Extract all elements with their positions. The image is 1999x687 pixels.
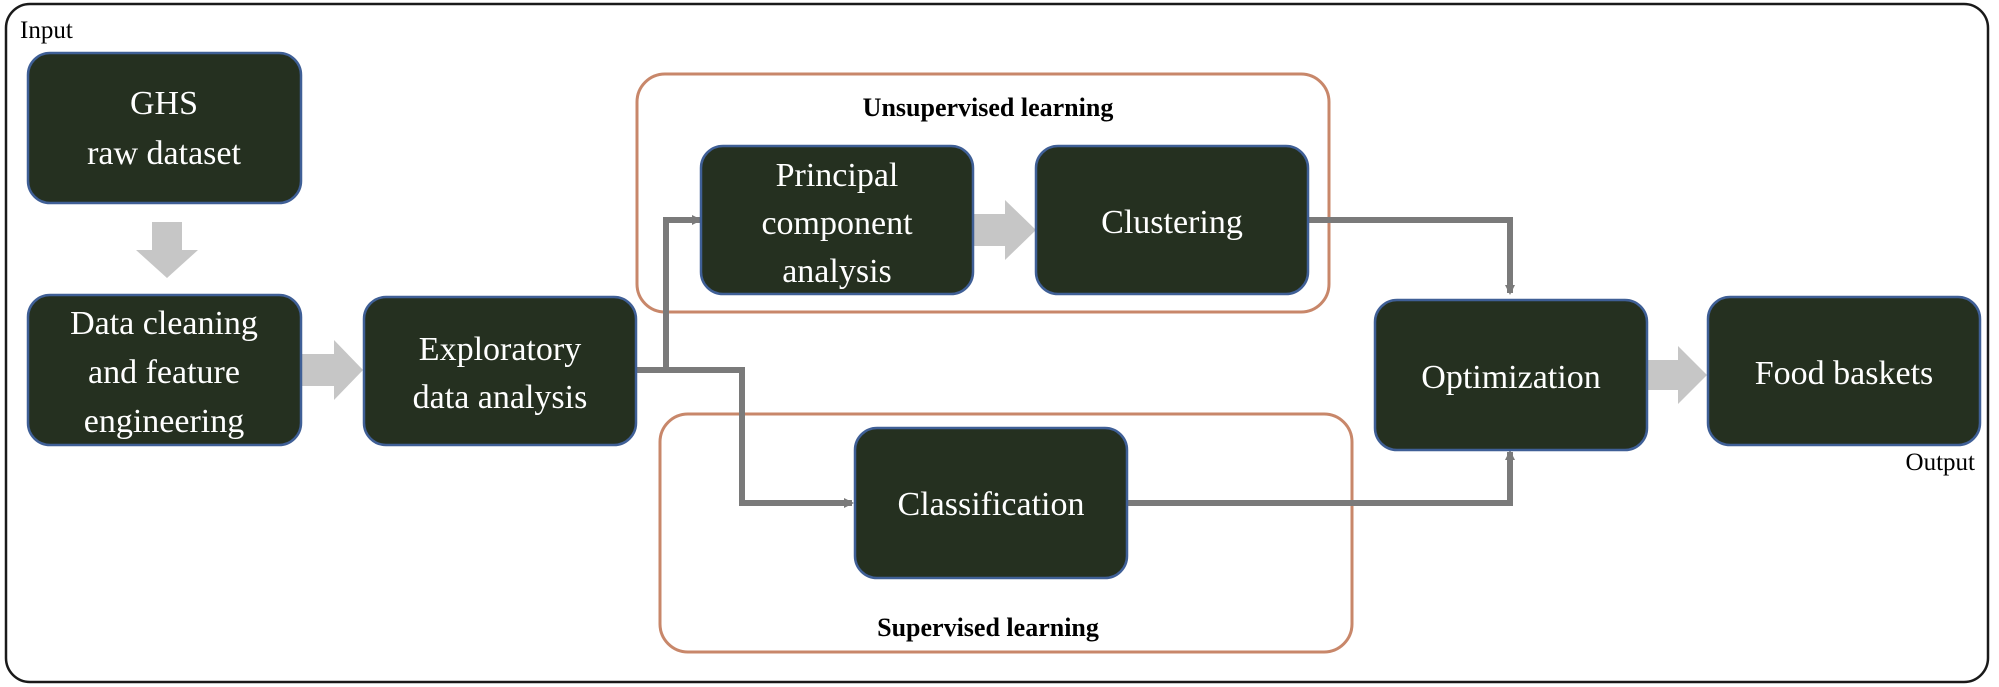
node-clustering-label: Clustering <box>1101 204 1243 241</box>
node-optimization-label: Optimization <box>1421 359 1600 396</box>
outer-frame <box>4 2 1990 684</box>
node-cleaning-line-3: engineering <box>84 403 245 440</box>
node-pca-line-2: component <box>761 205 913 242</box>
node-food-baskets-label: Food baskets <box>1755 355 1934 392</box>
block-arrow-cleaning-to-eda <box>302 340 363 400</box>
output-label: Output <box>1906 449 1976 476</box>
connector-clustering-to-optimization <box>1308 217 1515 295</box>
node-pca-line-3: analysis <box>782 253 892 290</box>
node-ghs-raw-dataset: GHS raw dataset <box>26 51 303 205</box>
node-food-baskets: Food baskets <box>1706 295 1982 447</box>
node-optimization: Optimization <box>1373 298 1649 452</box>
connector-eda-to-classification <box>636 367 854 508</box>
unsupervised-group-label: Unsupervised learning <box>863 93 1114 122</box>
node-data-cleaning: Data cleaning and feature engineering <box>26 293 303 447</box>
node-principal-component-analysis: Principal component analysis <box>699 144 975 296</box>
node-exploratory-data-analysis: Exploratory data analysis <box>362 295 638 447</box>
supervised-group-label: Supervised learning <box>877 613 1099 642</box>
connector-eda-to-pca <box>636 215 702 373</box>
block-arrow-optimization-to-baskets <box>1647 346 1707 404</box>
node-eda-line-2: data analysis <box>413 379 588 416</box>
node-eda-line-1: Exploratory <box>419 331 581 368</box>
supervised-group <box>658 412 1354 654</box>
connector-classification-to-optimization <box>1128 450 1515 506</box>
node-classification: Classification <box>853 426 1129 580</box>
node-pca-line-1: Principal <box>776 157 899 194</box>
block-arrow-pca-to-clustering <box>973 200 1036 260</box>
block-arrow-ghs-to-cleaning <box>136 222 198 278</box>
node-cleaning-line-1: Data cleaning <box>70 305 258 342</box>
node-clustering: Clustering <box>1034 144 1310 296</box>
input-label: Input <box>20 17 73 44</box>
node-cleaning-line-2: and feature <box>88 354 240 391</box>
unsupervised-group <box>635 72 1331 314</box>
node-ghs-line-2: raw dataset <box>87 135 241 172</box>
node-classification-label: Classification <box>898 486 1085 523</box>
node-ghs-line-1: GHS <box>130 85 198 122</box>
